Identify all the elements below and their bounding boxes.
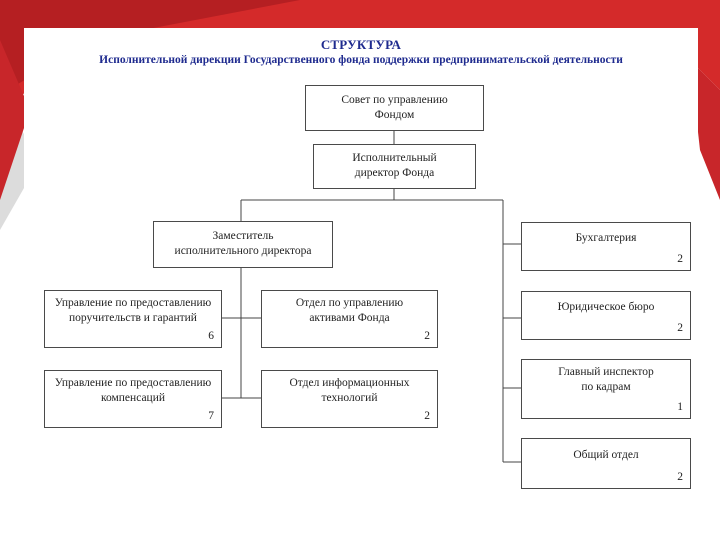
- hr-staff-count: 1: [677, 401, 683, 413]
- it-department-label: Отдел информационных технологий: [289, 377, 410, 404]
- document-title: СТРУКТУРА: [320, 37, 402, 52]
- accounting-staff-count: 2: [677, 253, 683, 265]
- legal-bureau-box: Юридическое бюро 2: [521, 291, 691, 340]
- guarantees-department-label: Управление по предоставлению поручительс…: [54, 297, 212, 324]
- it-staff-count: 2: [424, 410, 430, 422]
- council-label: Совет по управлению Фондом: [341, 94, 448, 121]
- deputy-director-box: Заместитель исполнительного директора: [153, 221, 333, 268]
- hr-inspector-label: Главный инспектор по кадрам: [558, 366, 654, 393]
- general-staff-count: 2: [677, 471, 683, 483]
- guarantees-department-box: Управление по предоставлению поручительс…: [44, 290, 222, 348]
- general-department-label: Общий отдел: [573, 449, 639, 461]
- red-ribbon-left: [0, 40, 30, 200]
- legal-bureau-label: Юридическое бюро: [557, 301, 655, 313]
- assets-staff-count: 2: [424, 330, 430, 342]
- compensation-department-box: Управление по предоставлению компенсаций…: [44, 370, 222, 428]
- deputy-director-label: Заместитель исполнительного директора: [174, 230, 312, 257]
- compensation-department-label: Управление по предоставлению компенсаций: [54, 377, 212, 404]
- compensation-staff-count: 7: [208, 410, 214, 422]
- council-box: Совет по управлению Фондом: [305, 85, 484, 131]
- it-department-box: Отдел информационных технологий 2: [261, 370, 438, 428]
- executive-director-box: Исполнительный директор Фонда: [313, 144, 476, 189]
- document-subtitle: Исполнительной дирекции Государственного…: [99, 54, 623, 66]
- guarantees-staff-count: 6: [208, 330, 214, 342]
- executive-director-label: Исполнительный директор Фонда: [352, 152, 437, 179]
- legal-staff-count: 2: [677, 322, 683, 334]
- general-department-box: Общий отдел 2: [521, 438, 691, 489]
- accounting-label: Бухгалтерия: [575, 232, 637, 244]
- assets-department-label: Отдел по управлению активами Фонда: [295, 297, 404, 324]
- red-banner-shade: [0, 0, 300, 95]
- accounting-box: Бухгалтерия 2: [521, 222, 691, 271]
- assets-department-box: Отдел по управлению активами Фонда 2: [261, 290, 438, 348]
- hr-inspector-box: Главный инспектор по кадрам 1: [521, 359, 691, 419]
